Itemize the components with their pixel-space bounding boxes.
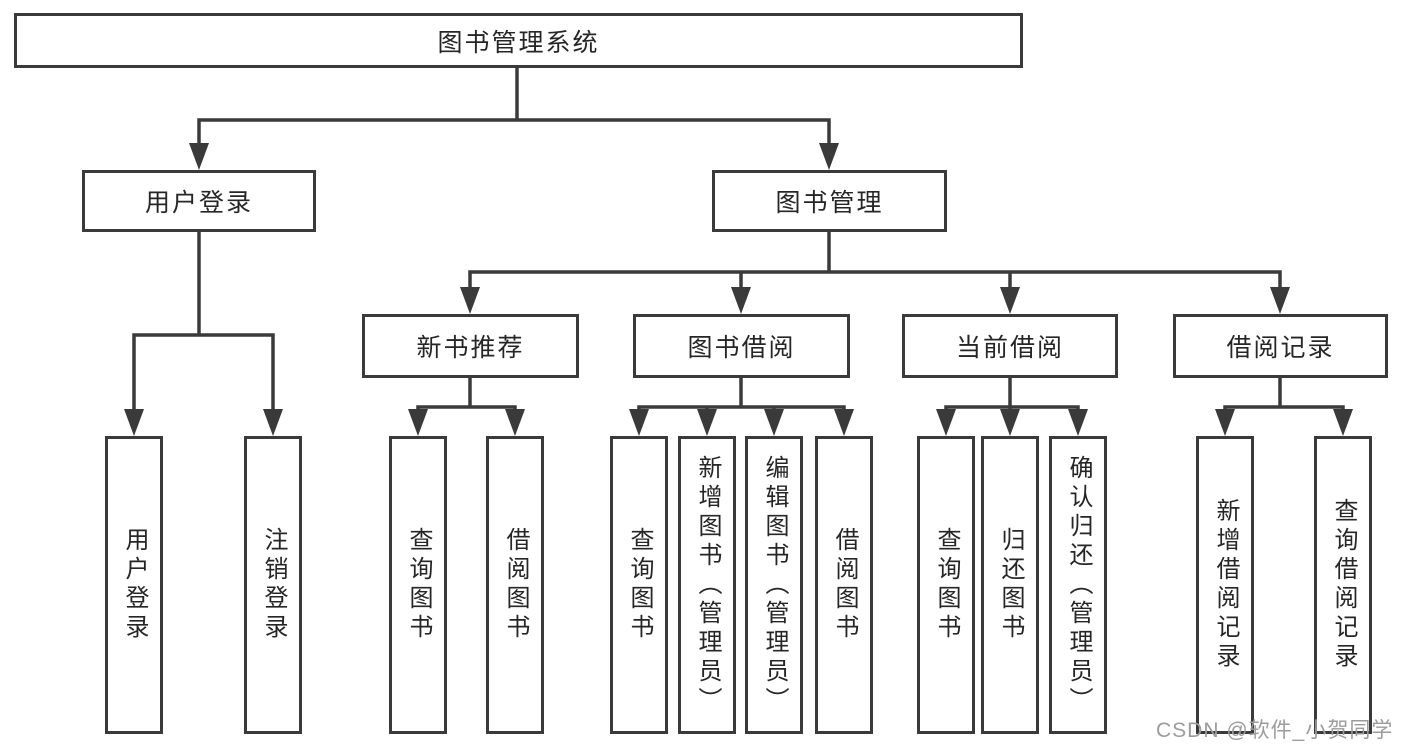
node-leaf-logout: 注销登录 bbox=[244, 436, 302, 734]
node-current-borrowing-label: 当前借阅 bbox=[955, 334, 1064, 362]
node-leaf-query-books-2: 查询图书 bbox=[610, 436, 668, 734]
connector-level3-rail bbox=[468, 270, 1282, 296]
node-current-borrowing: 当前借阅 bbox=[902, 314, 1118, 378]
connector-borrow-rail bbox=[637, 405, 846, 420]
node-leaf-query-books-1: 查询图书 bbox=[389, 436, 447, 734]
node-leaf-add-books-admin: 新增图书（管理员） bbox=[678, 436, 736, 734]
node-leaf-borrow-books-2: 借阅图书 bbox=[815, 436, 873, 734]
arrowheads bbox=[124, 143, 1353, 436]
node-book-management-label: 图书管理 bbox=[775, 189, 884, 217]
node-root: 图书管理系统 bbox=[14, 13, 1023, 68]
node-leaf-add-borrow-record: 新增借阅记录 bbox=[1196, 436, 1254, 734]
node-borrowing-records: 借阅记录 bbox=[1173, 314, 1388, 378]
node-user-login-label: 用户登录 bbox=[144, 189, 253, 217]
csdn-watermark: CSDN @软件_小贺同学 bbox=[1156, 719, 1394, 742]
node-leaf-user-login: 用户登录 bbox=[105, 436, 163, 734]
node-leaf-borrow-books-1: 借阅图书 bbox=[486, 436, 544, 734]
node-book-borrowing: 图书借阅 bbox=[633, 314, 850, 378]
node-borrowing-records-label: 借阅记录 bbox=[1226, 334, 1335, 362]
node-new-book-recommend-label: 新书推荐 bbox=[416, 334, 525, 362]
node-book-borrowing-label: 图书借阅 bbox=[687, 334, 796, 362]
node-leaf-query-borrow-record: 查询借阅记录 bbox=[1314, 436, 1372, 734]
connector-user-login-rail bbox=[132, 333, 275, 420]
connector-new-book-rail bbox=[416, 405, 517, 420]
node-book-management: 图书管理 bbox=[712, 170, 947, 232]
node-root-label: 图书管理系统 bbox=[437, 28, 600, 57]
node-leaf-query-books-3: 查询图书 bbox=[917, 436, 975, 734]
connector-level2-rail bbox=[197, 118, 831, 150]
node-user-login: 用户登录 bbox=[82, 170, 316, 232]
node-new-book-recommend: 新书推荐 bbox=[362, 314, 579, 378]
node-leaf-edit-books-admin: 编辑图书（管理员） bbox=[745, 436, 803, 734]
node-leaf-return-books: 归还图书 bbox=[981, 436, 1039, 734]
node-leaf-confirm-return-admin: 确认归还（管理员） bbox=[1049, 436, 1107, 734]
connector-records-rail bbox=[1223, 405, 1345, 420]
